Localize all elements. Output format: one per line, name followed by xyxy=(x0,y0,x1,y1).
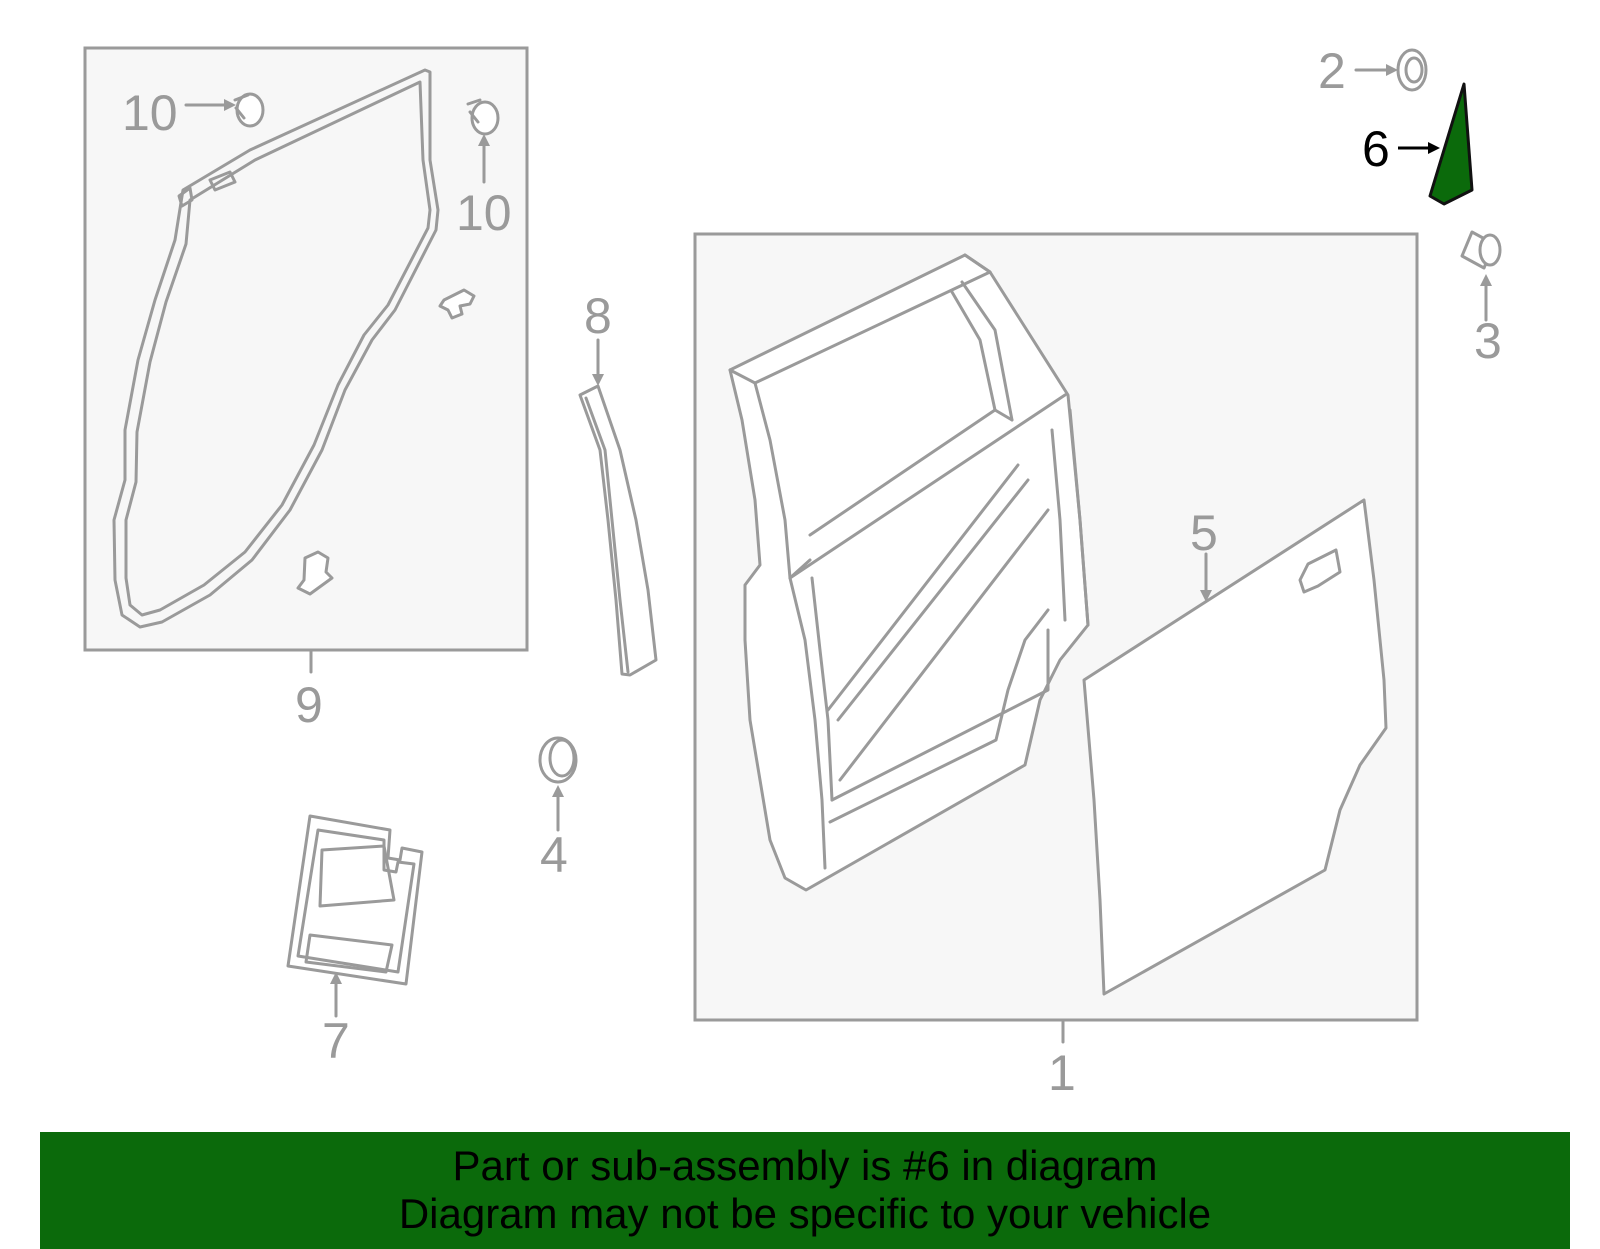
callout-5: 5 xyxy=(1190,505,1218,561)
leader-10a-arrow xyxy=(224,99,236,111)
banner-line-1: Part or sub-assembly is #6 in diagram xyxy=(452,1142,1158,1189)
part-4-plug[interactable] xyxy=(538,736,578,784)
part-1-door-shell[interactable] xyxy=(728,253,1090,892)
part-8-molding[interactable] xyxy=(578,384,658,677)
callout-7: 7 xyxy=(322,1013,350,1069)
part-10-clip-b[interactable] xyxy=(466,98,500,136)
callout-3: 3 xyxy=(1474,313,1502,369)
part-5-outer-panel[interactable] xyxy=(1082,498,1388,996)
leader-4-arrow xyxy=(552,785,564,797)
callout-6: 6 xyxy=(1362,121,1390,177)
callout-8: 8 xyxy=(584,288,612,344)
callout-4: 4 xyxy=(540,827,568,883)
callout-1: 1 xyxy=(1048,1045,1076,1101)
leader-6-arrow xyxy=(1428,142,1440,154)
part-2-clip[interactable] xyxy=(1396,48,1428,92)
part-3-cap[interactable] xyxy=(1460,230,1502,270)
part-9-clip-upper[interactable] xyxy=(438,288,476,320)
leader-10b-arrow xyxy=(478,134,490,146)
callout-9: 9 xyxy=(295,677,323,733)
callout-2: 2 xyxy=(1318,43,1346,99)
part-9-weatherstrip[interactable] xyxy=(112,68,440,629)
callout-10-left: 10 xyxy=(122,85,178,141)
part-9-clip-lower[interactable] xyxy=(296,550,334,596)
leader-2-arrow xyxy=(1386,64,1398,76)
leader-7-arrow xyxy=(330,972,342,984)
info-banner: Part or sub-assembly is #6 in diagram Di… xyxy=(40,1132,1570,1249)
part-9-box xyxy=(83,46,529,652)
banner-line-2: Diagram may not be specific to your vehi… xyxy=(398,1190,1212,1237)
leader-5-arrow xyxy=(1200,590,1212,602)
callout-10-right: 10 xyxy=(456,185,512,241)
part-10-clip-a[interactable] xyxy=(233,92,265,128)
leader-3-arrow xyxy=(1480,274,1492,286)
part-6-trim-highlighted[interactable] xyxy=(1428,82,1474,206)
leader-8-arrow xyxy=(592,374,604,386)
part-7-insulator[interactable] xyxy=(286,814,424,986)
